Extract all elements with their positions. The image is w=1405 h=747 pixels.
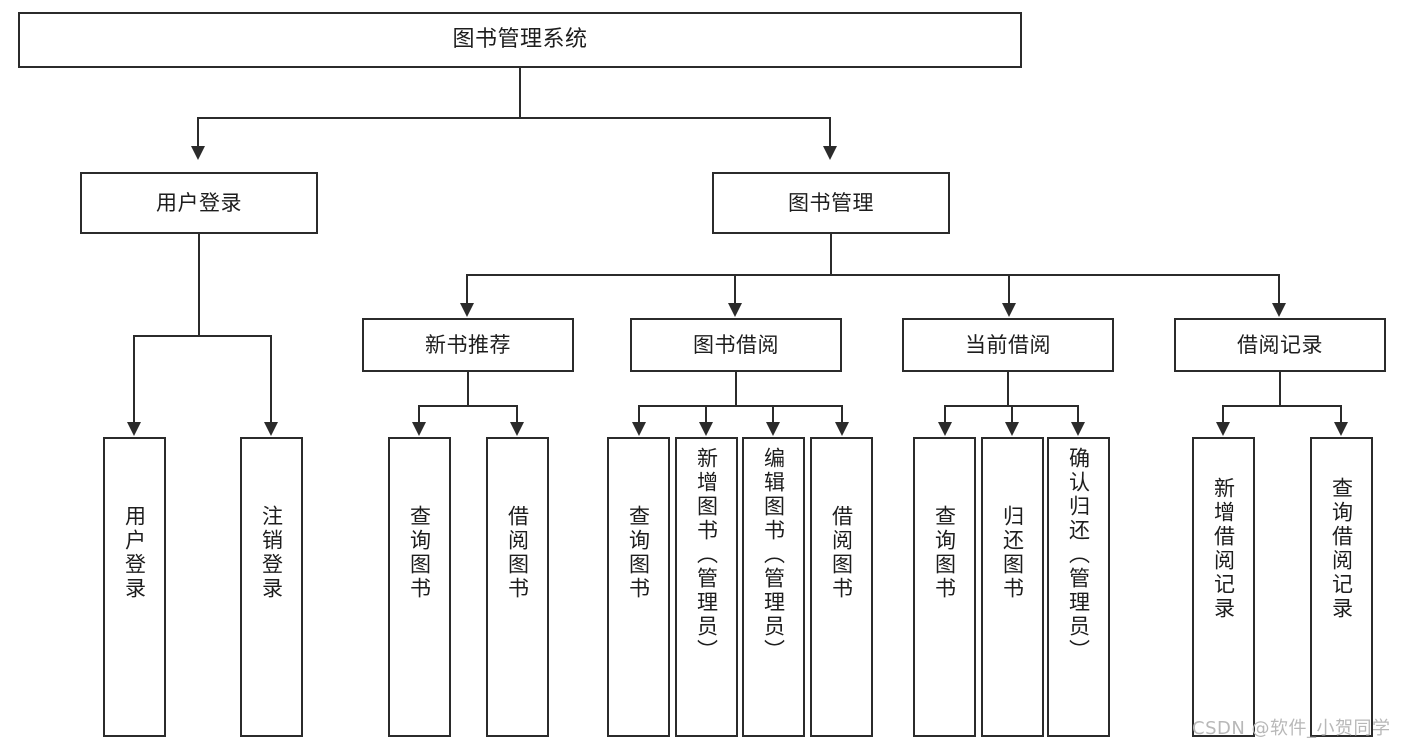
arrow-to-leaf-query-book-cb <box>938 422 952 436</box>
arrow-to-book-management <box>823 146 837 160</box>
arrow-to-leaf-add-record <box>1216 422 1230 436</box>
leaf-query-borrow-record[interactable]: 查询借阅记录 <box>1310 437 1373 737</box>
arrow-to-new-book-recommend <box>460 303 474 317</box>
arrow-to-leaf-query-record <box>1334 422 1348 436</box>
edge-current-borrow-stem <box>1007 372 1009 406</box>
edge-root-leg-right <box>829 117 831 147</box>
edge-borrow-record-bus <box>1222 405 1342 407</box>
leaf-query-book-borrow[interactable]: 查询图书 <box>607 437 670 737</box>
leaf-logout[interactable]: 注销登录 <box>240 437 303 737</box>
node-label: 查询图书 <box>407 505 432 601</box>
leaf-add-borrow-record[interactable]: 新增借阅记录 <box>1192 437 1255 737</box>
edge-current-borrow-leg-2 <box>1011 405 1013 423</box>
leaf-return-book[interactable]: 归还图书 <box>981 437 1044 737</box>
node-borrow-record[interactable]: 借阅记录 <box>1174 318 1386 372</box>
edge-new-book-leg-1 <box>418 405 420 423</box>
arrow-to-leaf-borrow-book-nb <box>510 422 524 436</box>
node-user-login[interactable]: 用户登录 <box>80 172 318 234</box>
edge-user-login-leg-2 <box>270 335 272 423</box>
node-root-book-management-system[interactable]: 图书管理系统 <box>18 12 1022 68</box>
node-book-borrow[interactable]: 图书借阅 <box>630 318 842 372</box>
arrow-to-current-borrow <box>1002 303 1016 317</box>
node-label: 图书管理 <box>788 190 874 215</box>
leaf-user-login[interactable]: 用户登录 <box>103 437 166 737</box>
node-label: 用户登录 <box>156 190 242 215</box>
arrow-to-book-borrow <box>728 303 742 317</box>
leaf-borrow-book-recommend[interactable]: 借阅图书 <box>486 437 549 737</box>
arrow-to-leaf-borrow-book-bb <box>835 422 849 436</box>
node-label: 编辑图书（管理员） <box>761 447 786 663</box>
edge-new-book-bus <box>418 405 518 407</box>
node-current-borrow[interactable]: 当前借阅 <box>902 318 1114 372</box>
node-label: 查询图书 <box>932 505 957 601</box>
arrow-to-leaf-logout <box>264 422 278 436</box>
node-label: 借阅记录 <box>1237 332 1323 357</box>
node-label: 用户登录 <box>122 505 147 601</box>
edge-book-management-bus <box>466 274 1280 276</box>
node-label: 新书推荐 <box>425 332 511 357</box>
edge-user-login-leg-1 <box>133 335 135 423</box>
arrow-to-leaf-add-book <box>699 422 713 436</box>
node-label: 新增图书（管理员） <box>694 447 719 663</box>
arrow-to-leaf-edit-book <box>766 422 780 436</box>
edge-book-borrow-leg-2 <box>705 405 707 423</box>
edge-book-borrow-bus <box>638 405 843 407</box>
edge-book-management-leg-3 <box>1008 274 1010 304</box>
edge-current-borrow-leg-1 <box>944 405 946 423</box>
arrow-to-user-login <box>191 146 205 160</box>
edge-user-login-stem <box>198 234 200 336</box>
edge-user-login-bus <box>133 335 271 337</box>
leaf-add-book-admin[interactable]: 新增图书（管理员） <box>675 437 738 737</box>
node-label: 借阅图书 <box>505 505 530 601</box>
node-label: 查询借阅记录 <box>1329 477 1354 621</box>
leaf-confirm-return-admin[interactable]: 确认归还（管理员） <box>1047 437 1110 737</box>
leaf-borrow-book[interactable]: 借阅图书 <box>810 437 873 737</box>
arrow-to-leaf-user-login <box>127 422 141 436</box>
edge-book-borrow-leg-4 <box>841 405 843 423</box>
node-label: 新增借阅记录 <box>1211 477 1236 621</box>
edge-new-book-leg-2 <box>516 405 518 423</box>
edge-book-management-leg-4 <box>1278 274 1280 304</box>
edge-borrow-record-leg-1 <box>1222 405 1224 423</box>
edge-new-book-stem <box>467 372 469 406</box>
node-new-book-recommend[interactable]: 新书推荐 <box>362 318 574 372</box>
leaf-edit-book-admin[interactable]: 编辑图书（管理员） <box>742 437 805 737</box>
edge-book-borrow-stem <box>735 372 737 406</box>
node-label: 归还图书 <box>1000 505 1025 601</box>
node-label: 查询图书 <box>626 505 651 601</box>
edge-book-management-leg-2 <box>734 274 736 304</box>
arrow-to-leaf-return-book <box>1005 422 1019 436</box>
node-label: 图书管理系统 <box>452 27 588 53</box>
leaf-query-book-current[interactable]: 查询图书 <box>913 437 976 737</box>
arrow-to-borrow-record <box>1272 303 1286 317</box>
arrow-to-leaf-confirm-return <box>1071 422 1085 436</box>
node-label: 确认归还（管理员） <box>1066 447 1091 663</box>
edge-book-borrow-leg-3 <box>772 405 774 423</box>
edge-book-management-stem <box>830 234 832 275</box>
edge-book-borrow-leg-1 <box>638 405 640 423</box>
edge-root-stem <box>519 68 521 118</box>
leaf-query-book-recommend[interactable]: 查询图书 <box>388 437 451 737</box>
arrow-to-leaf-query-book-nb <box>412 422 426 436</box>
arrow-to-leaf-query-book-bb <box>632 422 646 436</box>
node-label: 注销登录 <box>259 505 284 601</box>
edge-current-borrow-leg-3 <box>1077 405 1079 423</box>
edge-borrow-record-leg-2 <box>1340 405 1342 423</box>
node-book-management[interactable]: 图书管理 <box>712 172 950 234</box>
csdn-watermark: CSDN @软件_小贺同学 <box>1192 718 1391 739</box>
edge-borrow-record-stem <box>1279 372 1281 406</box>
node-label: 当前借阅 <box>965 332 1051 357</box>
edge-root-bus <box>197 117 831 119</box>
edge-root-leg-left <box>197 117 199 147</box>
node-label: 借阅图书 <box>829 505 854 601</box>
edge-book-management-leg-1 <box>466 274 468 304</box>
node-label: 图书借阅 <box>693 332 779 357</box>
